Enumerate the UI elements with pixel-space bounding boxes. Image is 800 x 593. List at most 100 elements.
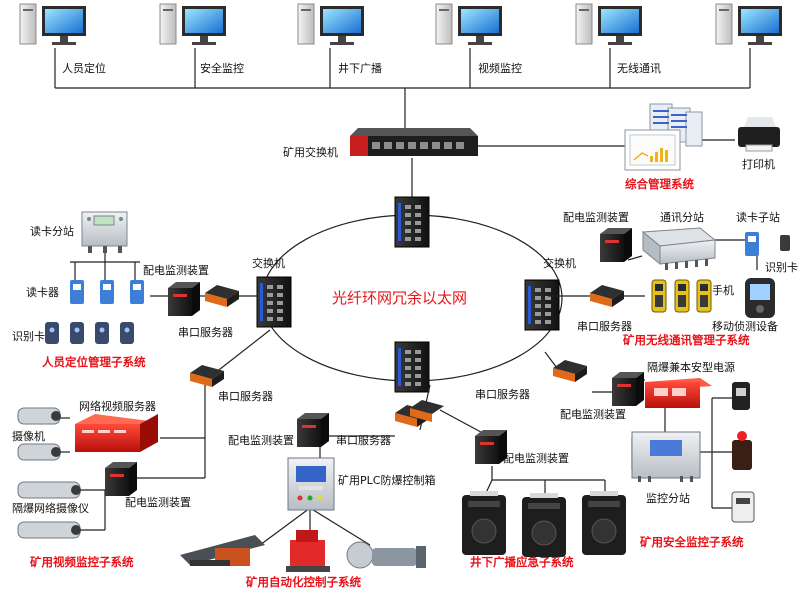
ring-switches xyxy=(256,196,560,393)
mining-phones xyxy=(651,279,712,313)
power-supply-label: 隔爆兼本安型电源 xyxy=(647,360,735,374)
serial-server-device xyxy=(553,360,587,382)
monitor-station-box xyxy=(631,431,701,482)
card-reader xyxy=(70,280,84,304)
serial-server-device xyxy=(205,285,239,307)
workstation-pc xyxy=(19,3,86,45)
card-readers xyxy=(70,280,144,304)
workstation-label-broadcast: 井下广播 xyxy=(338,61,382,75)
plc-box-label: 矿用PLC防爆控制箱 xyxy=(338,473,435,487)
serial-server-device xyxy=(190,365,224,387)
conveyor-equipment xyxy=(180,535,265,566)
workstation-pc xyxy=(297,3,364,45)
printer-label: 打印机 xyxy=(742,157,775,171)
camera-label: 摄像机 xyxy=(12,429,45,443)
broadcast-power-monitor-label: 配电监测装置 xyxy=(503,452,569,465)
camera xyxy=(17,521,81,539)
wireless-wires xyxy=(548,239,758,297)
safety-power-monitor-label: 配电监测装置 xyxy=(560,408,626,421)
wireless-subsystem-title: 矿用无线通讯管理子系统 xyxy=(623,333,750,347)
card-reader xyxy=(100,280,114,304)
automation-power-monitor-label: 配电监测装置 xyxy=(228,434,294,447)
workstation-label-personnel: 人员定位 xyxy=(62,61,106,75)
video-server-label: 网络视频服务器 xyxy=(79,399,156,413)
ring-switch xyxy=(394,341,430,393)
workstation-label-video: 视频监控 xyxy=(478,61,522,75)
mgmt-system-label: 综合管理系统 xyxy=(625,177,694,191)
id-cards xyxy=(45,322,134,344)
automation-serial-server-label: 串口服务器 xyxy=(336,434,391,447)
power-supply-box xyxy=(645,378,712,408)
broadcast-serial-server-label: 串口服务器 xyxy=(475,388,530,401)
speaker xyxy=(582,491,626,555)
workstation-pc xyxy=(715,3,782,45)
workstation-pc xyxy=(159,3,226,45)
power-monitor-device xyxy=(475,430,507,464)
camera xyxy=(17,443,61,461)
workstation-pc xyxy=(575,3,642,45)
speaker xyxy=(522,493,566,557)
comm-station-label: 通讯分站 xyxy=(660,210,704,224)
wireless-id-card-label: 识别卡 xyxy=(765,261,798,274)
safety-subsystem-title: 矿用安全监控子系统 xyxy=(640,535,744,549)
id-card xyxy=(70,322,84,344)
reader-label: 读卡器 xyxy=(26,285,59,299)
pump-equipment xyxy=(346,541,426,569)
id-card xyxy=(120,322,134,344)
crusher-equipment xyxy=(286,530,330,572)
mining-phone xyxy=(696,279,712,313)
core-switch-label: 矿用交换机 xyxy=(283,145,338,159)
broadcast-speakers xyxy=(462,491,626,557)
safety-sensors xyxy=(731,382,755,523)
reader-sub-label: 读卡子站 xyxy=(736,210,780,224)
ring-switch xyxy=(394,196,430,248)
personnel-subsystem-title: 人员定位管理子系统 xyxy=(42,355,146,369)
personnel-serial-server-label: 串口服务器 xyxy=(178,326,233,339)
video-power-monitor-label: 配电监测装置 xyxy=(125,496,191,509)
serial-server-device xyxy=(590,285,624,307)
workstation-label-wireless: 无线通讯 xyxy=(617,61,661,75)
video-subsystem-title: 矿用视频监控子系统 xyxy=(30,555,134,569)
workstations xyxy=(19,3,782,45)
workstation-label-safety: 安全监控 xyxy=(200,61,244,75)
serial-server-device xyxy=(410,400,444,422)
mining-phone xyxy=(674,279,690,313)
mining-phone xyxy=(651,279,667,313)
power-monitor-device xyxy=(168,282,200,316)
wireless-power-monitor-label: 配电监测装置 xyxy=(563,211,629,224)
reader-station-label: 读卡分站 xyxy=(30,224,74,238)
camera xyxy=(17,407,61,425)
power-monitor-device xyxy=(297,413,329,447)
ring-switch xyxy=(256,276,292,328)
power-monitor-device xyxy=(105,462,137,496)
automation-subsystem-title: 矿用自动化控制子系统 xyxy=(246,575,361,589)
workstation-pc xyxy=(435,3,502,45)
monitor-station-label: 监控分站 xyxy=(646,491,690,505)
ring-switch-right-label: 交换机 xyxy=(543,256,576,270)
reader-station-box xyxy=(81,211,128,253)
serial-server-devices xyxy=(190,285,624,427)
id-card-label: 识别卡 xyxy=(12,330,45,343)
power-monitor-device xyxy=(612,372,644,406)
camera xyxy=(17,481,81,499)
video-serial-server-label: 串口服务器 xyxy=(218,390,273,403)
ring-switch-left-label: 交换机 xyxy=(252,256,285,270)
power-monitor-device xyxy=(600,228,632,262)
power-monitor-devices xyxy=(105,228,644,496)
phone-label: 手机 xyxy=(712,283,734,297)
video-server-box xyxy=(75,414,158,452)
comm-station-box xyxy=(641,227,717,270)
id-card xyxy=(45,322,59,344)
card-reader xyxy=(130,280,144,304)
id-card xyxy=(95,322,109,344)
mobile-detect-device xyxy=(745,278,775,318)
mgmt-servers xyxy=(624,103,703,171)
top-bus xyxy=(54,48,751,130)
ring-switch xyxy=(524,279,560,331)
printer xyxy=(738,117,780,152)
reader-sub-device xyxy=(745,232,790,256)
broadcast-subsystem-title: 井下广播应急子系统 xyxy=(470,555,574,569)
ring-label: 光纤环网冗余以太网 xyxy=(332,289,467,307)
ex-camera-label: 隔爆网络摄像仪 xyxy=(12,501,89,515)
